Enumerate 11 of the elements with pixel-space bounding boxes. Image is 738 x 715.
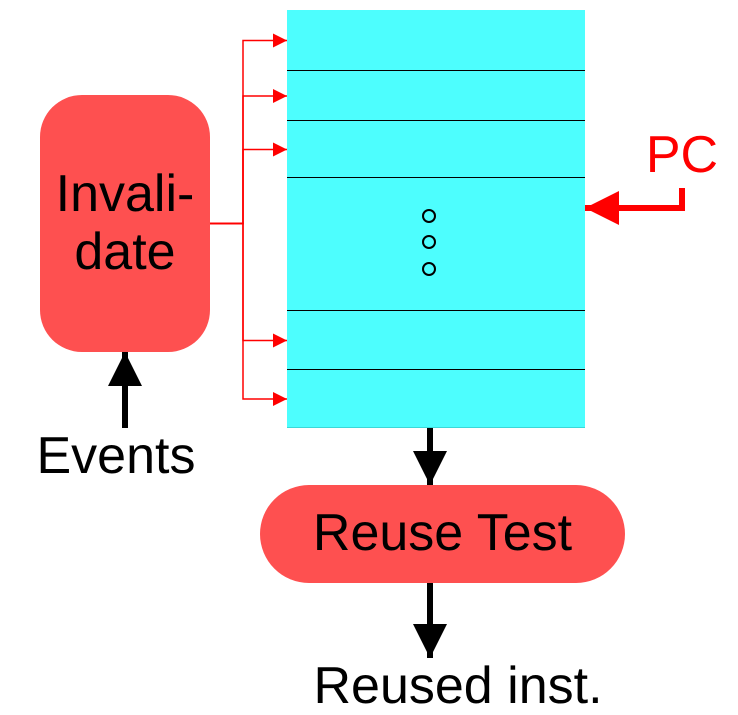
- node-label: Invali- date: [54, 166, 196, 281]
- process-box: [40, 95, 210, 352]
- arrow: [585, 188, 685, 225]
- arrow: [108, 352, 142, 428]
- arrow: [413, 583, 447, 658]
- text-label: Reused inst.: [313, 658, 603, 715]
- arrow: [413, 428, 447, 485]
- node-label: Reuse Test: [312, 505, 572, 563]
- text-label: PC: [646, 127, 718, 185]
- arrow: [210, 222, 287, 406]
- text-label: Events: [36, 428, 196, 486]
